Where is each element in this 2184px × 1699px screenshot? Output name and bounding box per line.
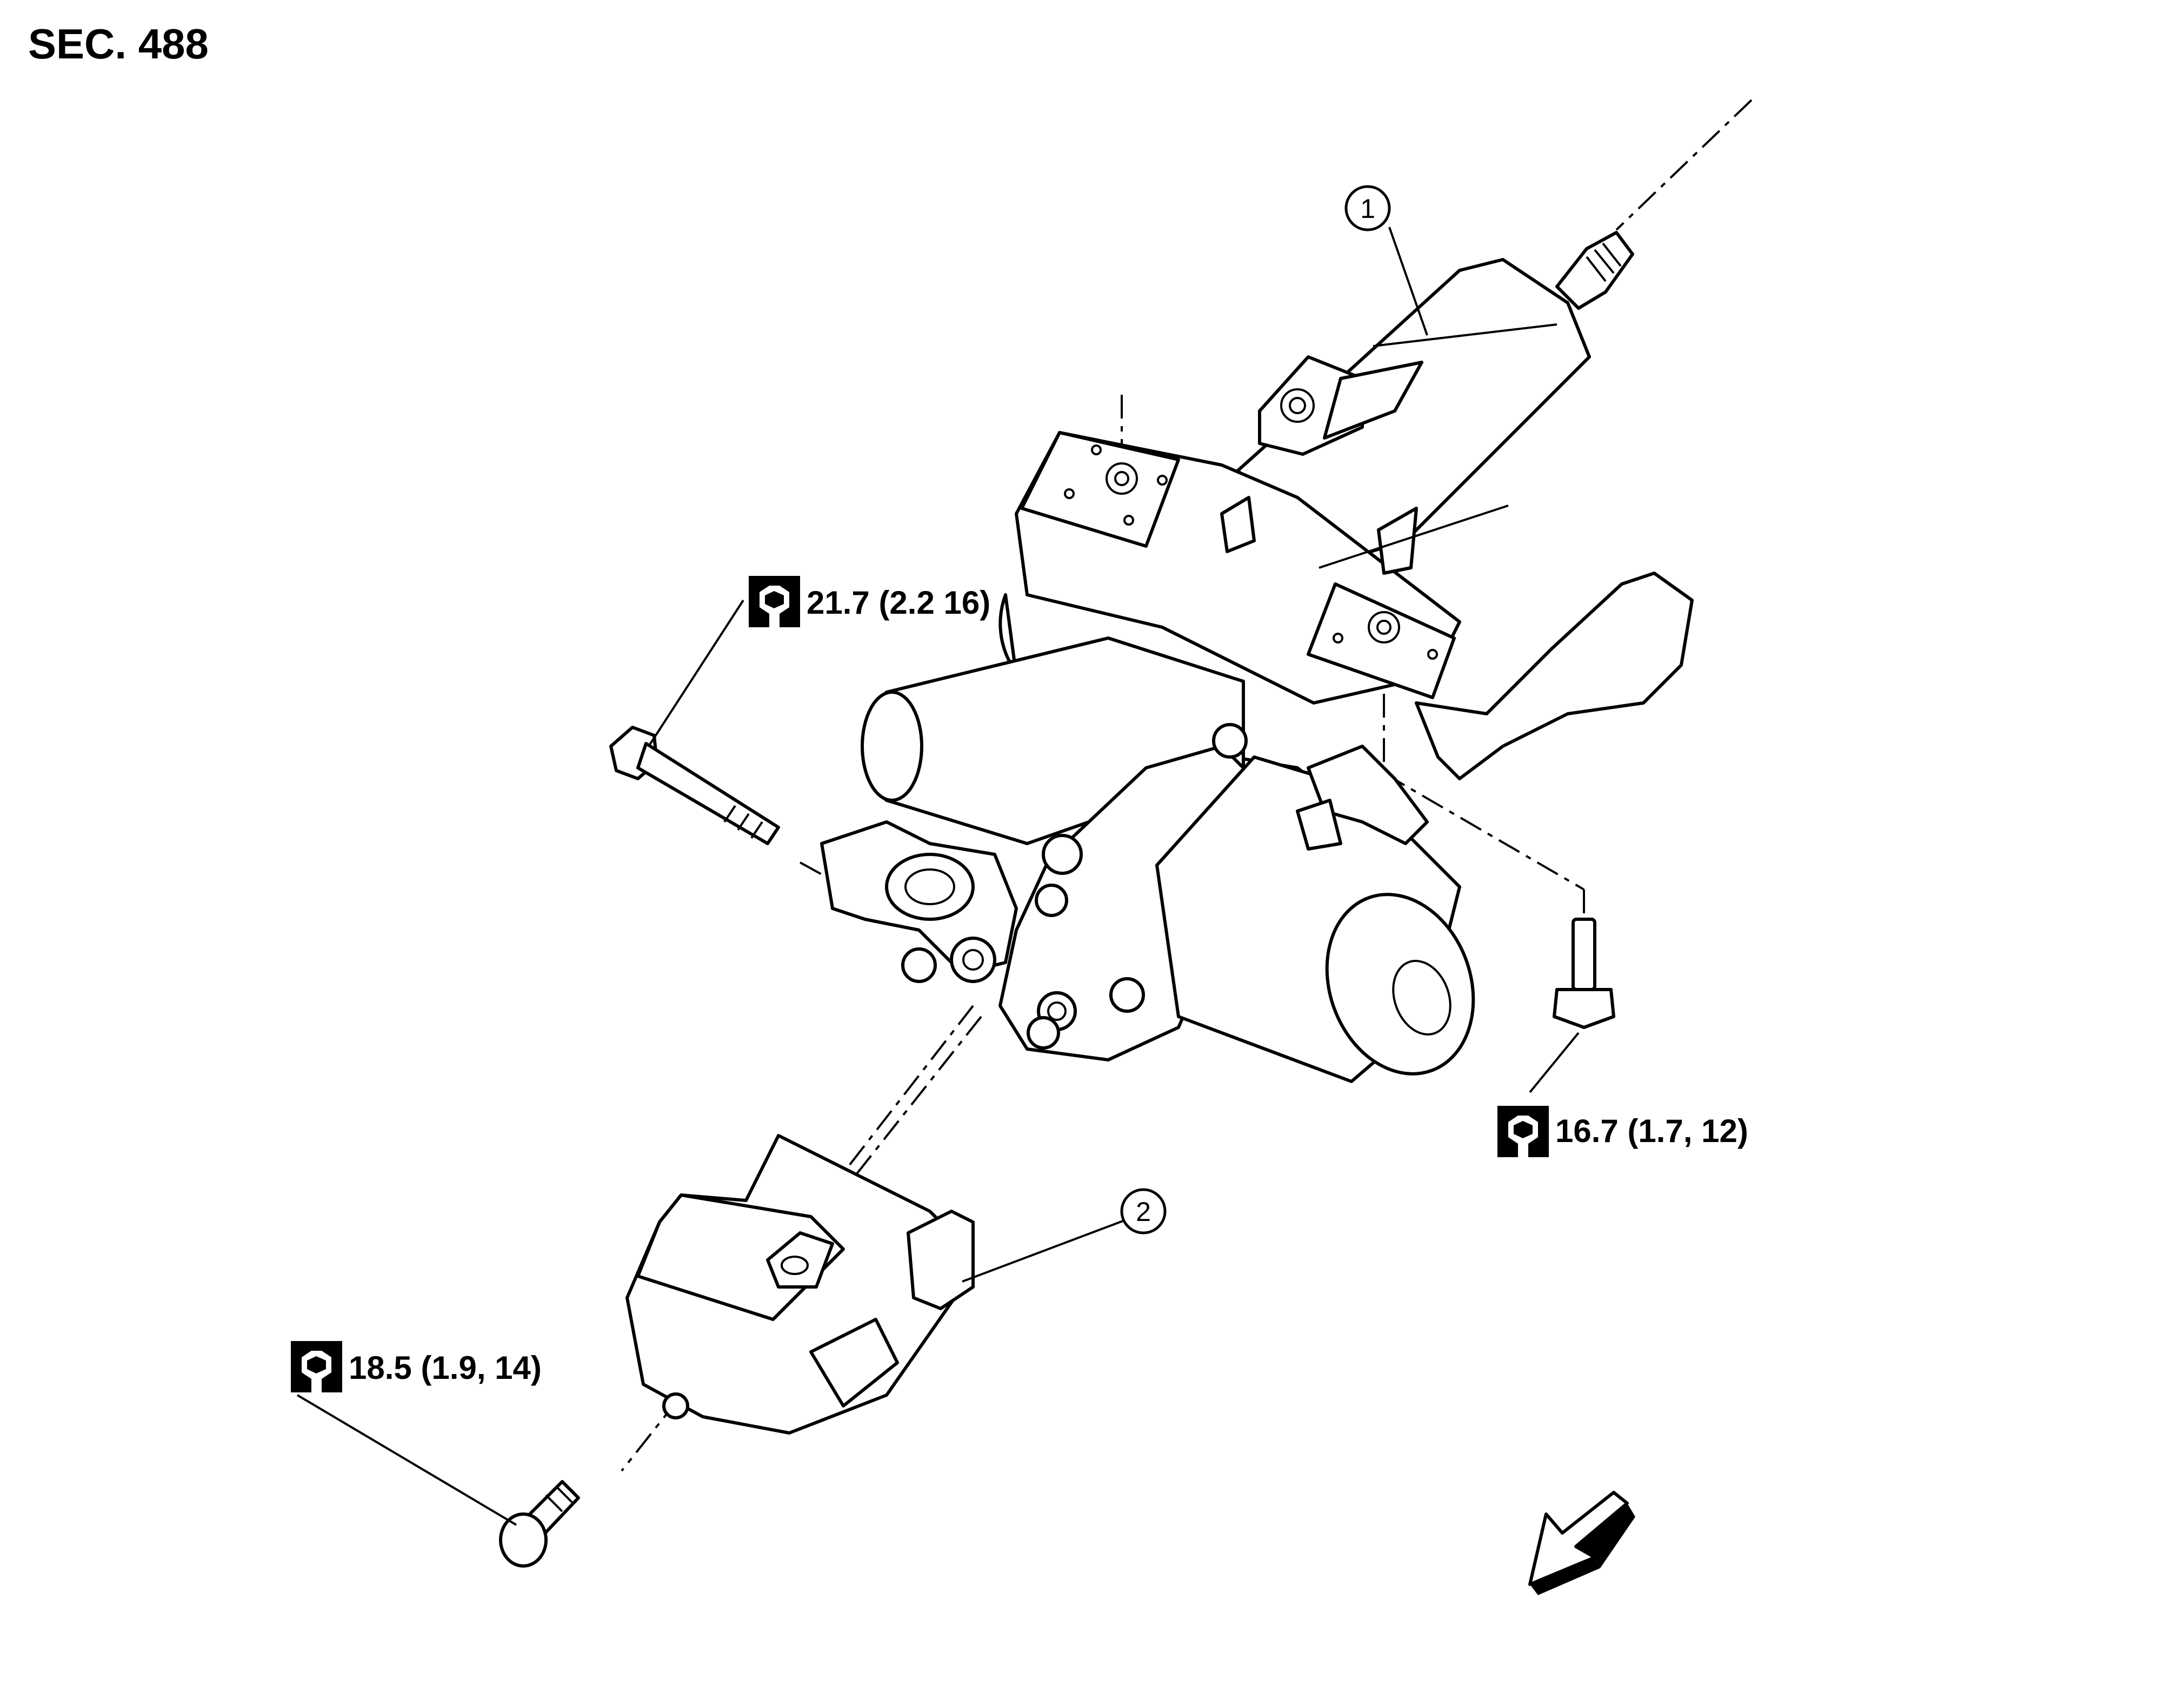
torque-label-3: 18.5 (1.9, 14) (291, 1341, 542, 1392)
torque-value-2: 16.7 (1.7, 12) (1555, 1113, 1748, 1149)
torque-value-1: 21.7 (2.2 16) (807, 585, 990, 621)
eps-control-unit (625, 1134, 975, 1435)
steering-column-assembly (820, 231, 1694, 1083)
control-unit-mounting-bolt (499, 1480, 580, 1568)
callout-1-number: 1 (1360, 194, 1375, 224)
torque-value-3: 18.5 (1.9, 14) (349, 1350, 542, 1386)
front-direction-arrow-icon (1528, 1491, 1635, 1595)
section-label: SEC. 488 (28, 20, 209, 68)
motor-mounting-bolt (1553, 918, 1615, 1029)
torque-wrench-icon (749, 576, 800, 627)
control-unit-bracket-tab (766, 1231, 834, 1289)
mounting-pad-right (1307, 582, 1456, 699)
mounting-pad-left (1020, 431, 1180, 548)
callout-2: 2 (1120, 1188, 1167, 1235)
torque-label-2: 16.7 (1.7, 12) (1497, 1106, 1748, 1157)
torque-wrench-icon (1497, 1106, 1549, 1157)
column-mounting-bolt (609, 726, 780, 845)
callout-2-number: 2 (1136, 1197, 1151, 1227)
torque-wrench-icon (291, 1341, 342, 1392)
tilt-lever (1415, 572, 1694, 780)
callout-1: 1 (1344, 185, 1391, 231)
leader-lines (296, 227, 1580, 1526)
column-shaft-spline (1555, 231, 1634, 310)
assist-motor-end-cap (1325, 893, 1475, 1076)
torque-label-1: 21.7 (2.2 16) (749, 576, 990, 627)
control-unit-connector (907, 1210, 975, 1310)
